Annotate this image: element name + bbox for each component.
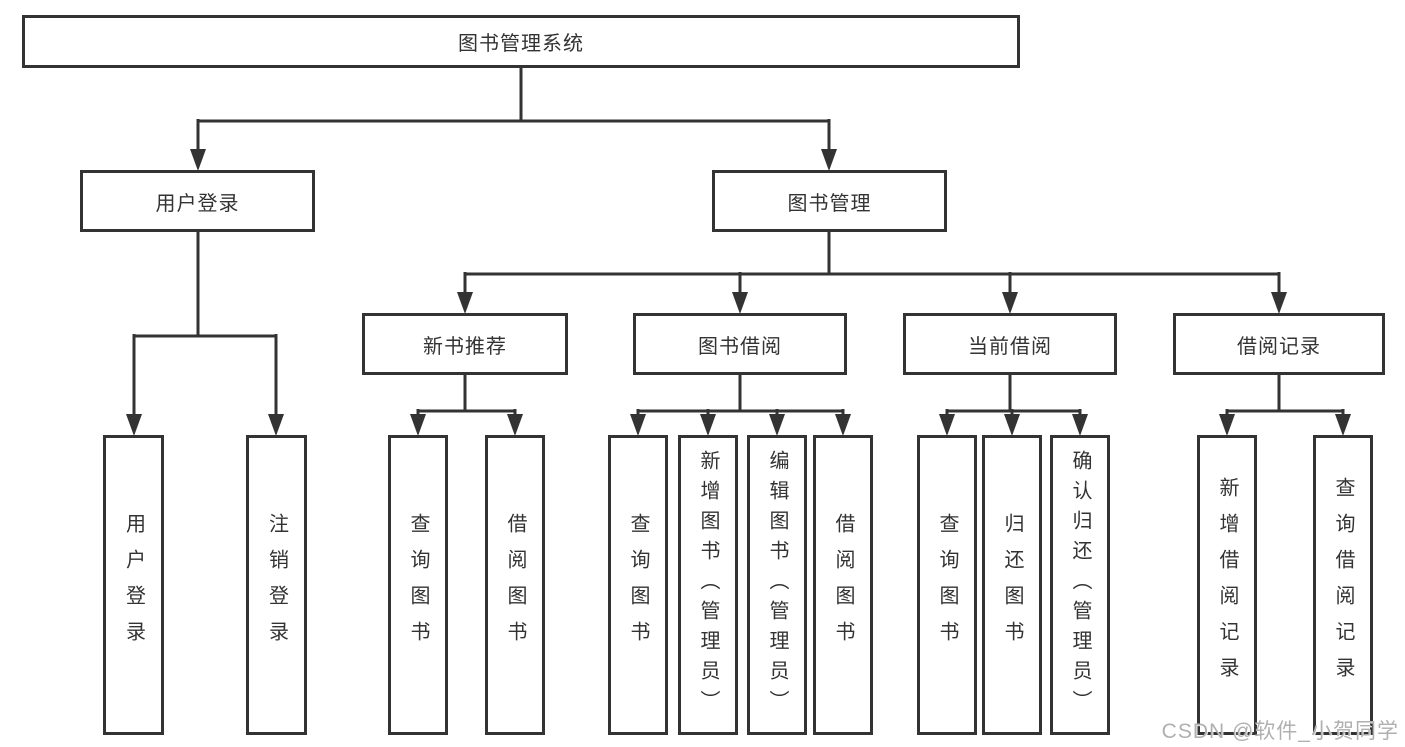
- edge-current-borrow-split: [945, 373, 1082, 418]
- leaf-label: 用户登录: [122, 513, 145, 657]
- node-user-login: 用户登录: [80, 170, 315, 232]
- edge-new-book-split: [416, 373, 517, 418]
- edge-borrow-record-split: [1225, 373, 1345, 418]
- arrow-icon: [507, 414, 523, 436]
- csdn-watermark: CSDN @软件_小贺同学: [1161, 720, 1399, 743]
- leaf-add-borrow-record: 新增借阅记录: [1197, 435, 1257, 735]
- leaf-label: 编辑图书（管理员）: [766, 450, 788, 720]
- arrow-icon: [732, 292, 748, 314]
- leaf-label: 注销登录: [265, 513, 288, 657]
- leaf-label: 新增图书（管理员）: [697, 450, 719, 720]
- leaf-borrow-books-1: 借阅图书: [485, 435, 545, 735]
- leaf-label: 新增借阅记录: [1216, 477, 1238, 693]
- edge-root-split: [196, 66, 831, 153]
- arrow-icon: [630, 414, 646, 436]
- leaf-add-book-admin: 新增图书（管理员）: [678, 435, 738, 735]
- node-label: 当前借阅: [968, 335, 1052, 358]
- arrow-icon: [769, 414, 785, 436]
- leaf-label: 借阅图书: [832, 513, 854, 657]
- arrow-icon: [1271, 292, 1287, 314]
- leaf-query-books-1: 查询图书: [388, 435, 448, 735]
- arrow-icon: [835, 414, 851, 436]
- arrow-icon: [268, 414, 284, 436]
- arrow-icon: [410, 414, 426, 436]
- node-label: 图书借阅: [698, 335, 782, 358]
- arrow-icon: [126, 414, 142, 436]
- leaf-logout: 注销登录: [246, 435, 307, 735]
- arrow-icon: [457, 292, 473, 314]
- edge-user-login-split: [132, 230, 278, 418]
- edge-book-management-split: [463, 230, 1281, 296]
- node-new-book-recommend: 新书推荐: [362, 313, 568, 375]
- node-label: 图书管理: [787, 192, 872, 215]
- arrow-icon: [700, 414, 716, 436]
- arrow-icon: [1004, 414, 1020, 436]
- node-label: 用户登录: [155, 192, 240, 215]
- leaf-label: 查询图书: [407, 513, 429, 657]
- node-label: 新书推荐: [423, 335, 507, 358]
- node-book-borrow: 图书借阅: [633, 313, 847, 375]
- edge-book-borrow-split: [636, 373, 845, 418]
- connector-lines: [132, 66, 1345, 418]
- leaf-query-books-3: 查询图书: [917, 435, 977, 735]
- leaf-borrow-books-2: 借阅图书: [813, 435, 873, 735]
- leaf-return-book: 归还图书: [982, 435, 1042, 735]
- node-current-borrow: 当前借阅: [903, 313, 1117, 375]
- node-label: 图书管理系统: [458, 33, 584, 55]
- leaf-query-borrow-record: 查询借阅记录: [1313, 435, 1373, 735]
- leaf-label: 确认归还（管理员）: [1069, 450, 1091, 720]
- node-label: 借阅记录: [1237, 335, 1321, 358]
- leaf-user-login: 用户登录: [103, 435, 164, 735]
- leaf-label: 归还图书: [1001, 513, 1023, 657]
- leaf-label: 查询借阅记录: [1332, 477, 1354, 693]
- arrowheads: [126, 149, 1351, 436]
- leaf-label: 查询图书: [627, 513, 649, 657]
- leaf-label: 查询图书: [936, 513, 958, 657]
- arrow-icon: [939, 414, 955, 436]
- leaf-confirm-return-admin: 确认归还（管理员）: [1050, 435, 1110, 735]
- leaf-edit-book-admin: 编辑图书（管理员）: [747, 435, 807, 735]
- node-library-management-system: 图书管理系统: [22, 15, 1020, 68]
- arrow-icon: [1219, 414, 1235, 436]
- arrow-icon: [190, 149, 206, 171]
- arrow-icon: [1335, 414, 1351, 436]
- arrow-icon: [1072, 414, 1088, 436]
- arrow-icon: [1002, 292, 1018, 314]
- leaf-query-books-2: 查询图书: [608, 435, 668, 735]
- node-borrow-record: 借阅记录: [1173, 313, 1385, 375]
- leaf-label: 借阅图书: [504, 513, 526, 657]
- node-book-management: 图书管理: [712, 170, 947, 232]
- arrow-icon: [821, 149, 837, 171]
